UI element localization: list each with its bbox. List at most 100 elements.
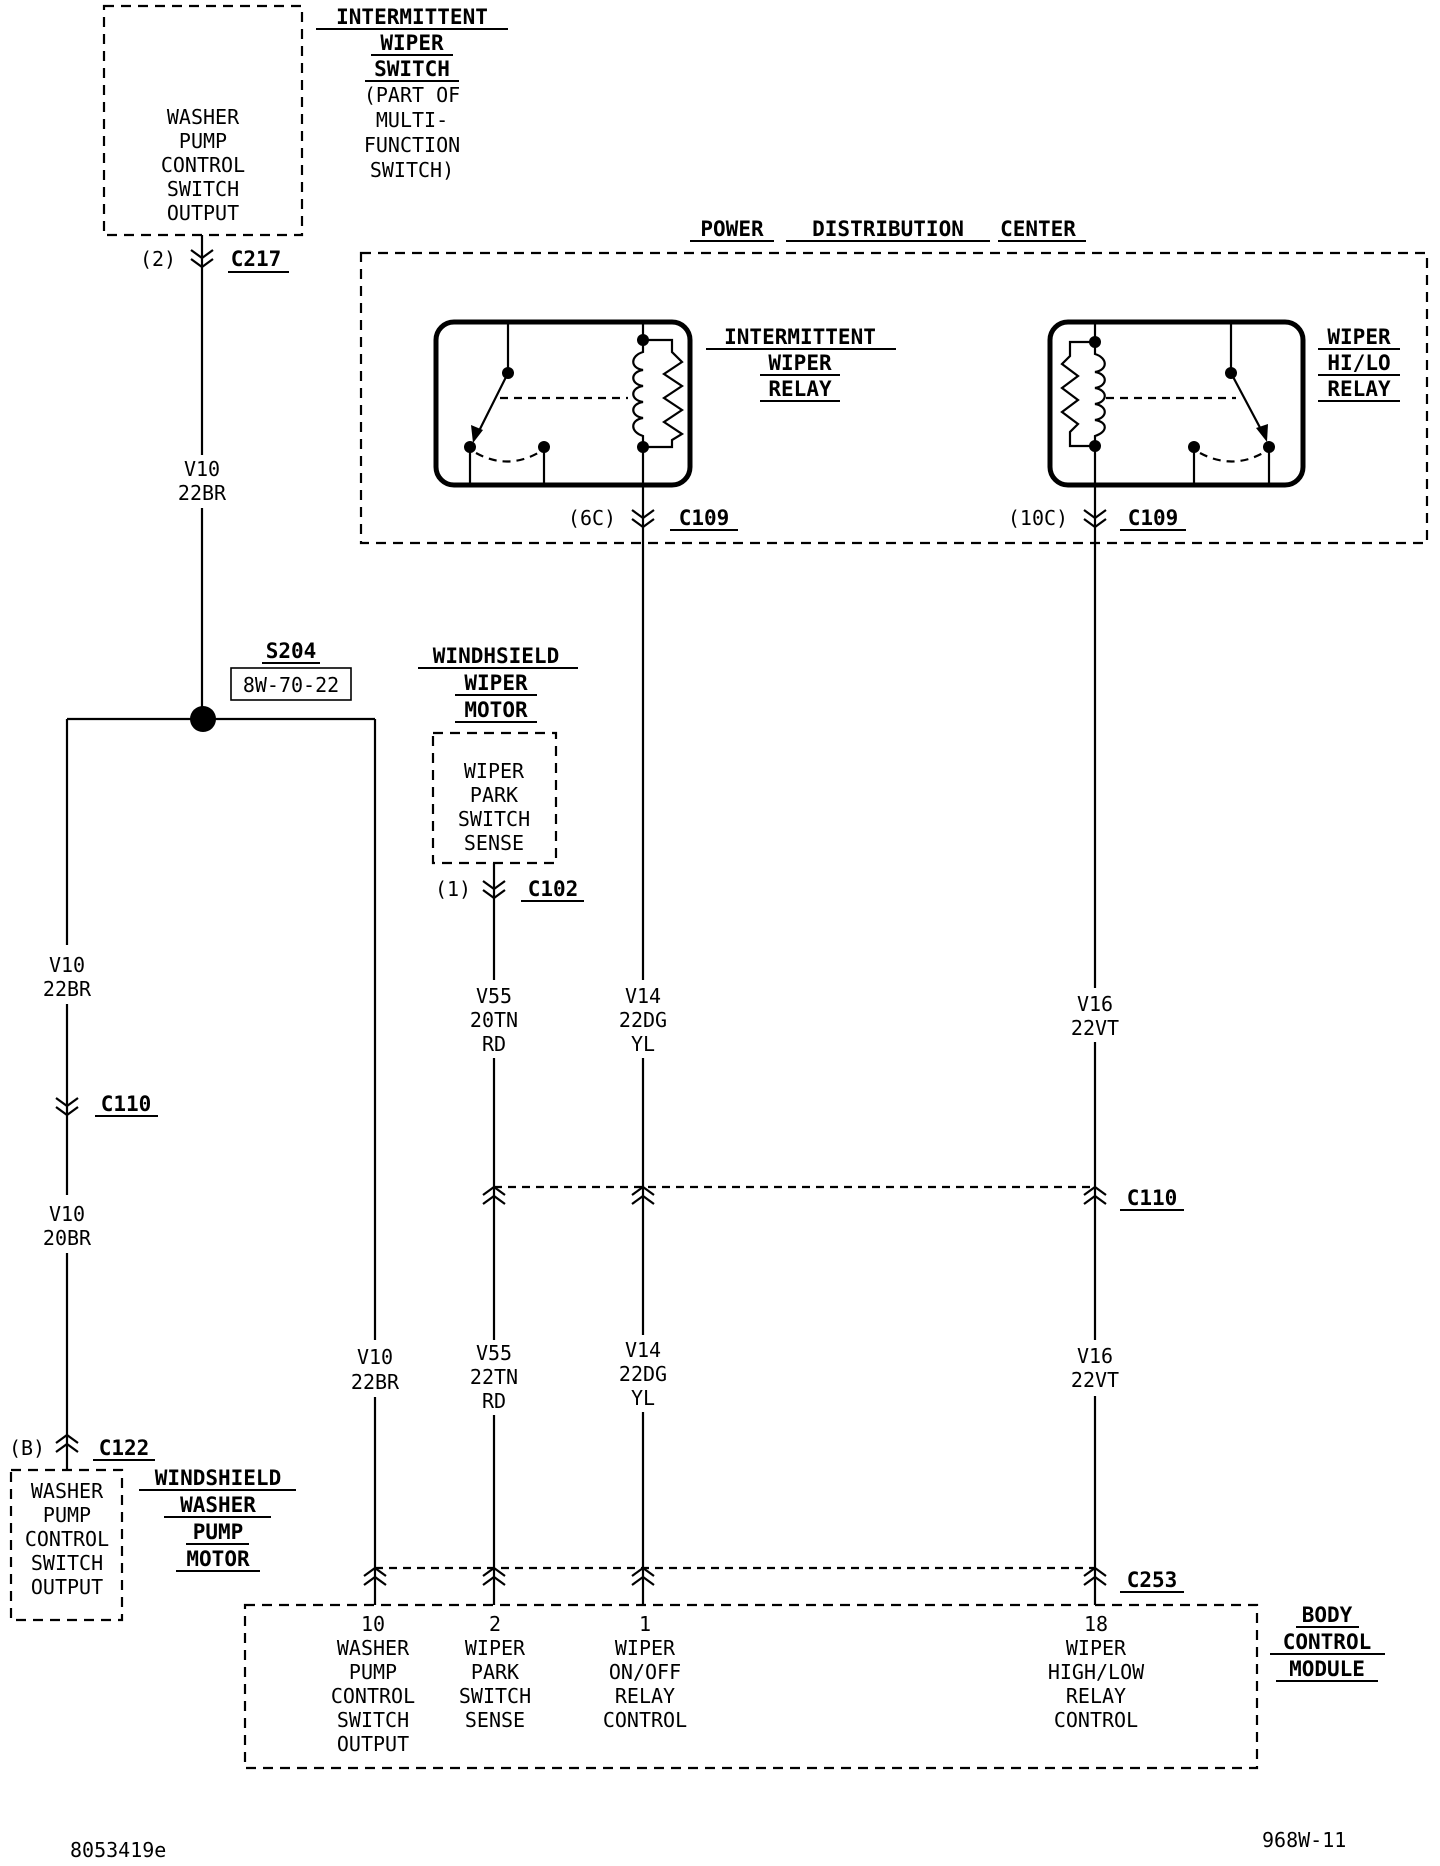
connector-pin: (6C) <box>568 506 616 530</box>
wire-stripe: YL <box>631 1032 655 1056</box>
title-line: CONTROL <box>1283 1630 1372 1654</box>
pin-label-line: OUTPUT <box>337 1732 409 1756</box>
female-terminal-icon <box>631 1566 655 1577</box>
wire-circuit: V16 <box>1077 992 1113 1016</box>
female-terminal-icon <box>1083 509 1107 520</box>
label-line: PUMP <box>179 129 227 153</box>
connector-id: C122 <box>99 1436 150 1460</box>
switch-inner-label: WASHER PUMP CONTROL SWITCH OUTPUT <box>161 105 245 225</box>
wire-stripe: YL <box>631 1386 655 1410</box>
wire-label-v14-upper: V14 22DG YL <box>619 984 667 1056</box>
wire-gauge-color: 22VT <box>1071 1016 1119 1040</box>
intermittent-wiper-switch: WASHER PUMP CONTROL SWITCH OUTPUT INTERM… <box>102 4 508 273</box>
body-control-module: 10 WASHER PUMP CONTROL SWITCH OUTPUT 2 W… <box>243 1603 1385 1770</box>
wire-gauge-color: 20BR <box>43 1226 92 1250</box>
female-terminal-icon <box>631 1185 655 1196</box>
title-line: INTERMITTENT <box>336 5 488 29</box>
wire-stripe: RD <box>482 1389 506 1413</box>
female-terminal-icon <box>1083 1185 1107 1196</box>
label-line: CONTROL <box>25 1527 109 1551</box>
wire-gauge-color: 22BR <box>178 481 227 505</box>
connector-id: C217 <box>231 247 282 271</box>
bcm-pin-10: 10 WASHER PUMP CONTROL SWITCH OUTPUT <box>331 1612 415 1756</box>
wire-gauge-color: 22BR <box>43 977 92 1001</box>
pin-label-line: PUMP <box>349 1660 397 1684</box>
connector-c110-left: C110 <box>55 1092 158 1117</box>
female-terminal-icon <box>631 509 655 520</box>
wire-circuit: V10 <box>49 953 85 977</box>
connector-c110-right: C110 <box>482 1185 1184 1211</box>
wire-gauge-color: 22DG <box>619 1008 667 1032</box>
pin-label-line: PARK <box>471 1660 519 1684</box>
connector-id: C253 <box>1127 1568 1178 1592</box>
windshield-wiper-motor: WINDHSIELD WIPER MOTOR WIPER PARK SWITCH… <box>418 644 584 902</box>
pin-label-line: SENSE <box>465 1708 525 1732</box>
pin-label-line: SWITCH <box>337 1708 409 1732</box>
pdc-title-word: POWER <box>700 217 764 241</box>
wire-circuit: V55 <box>476 984 512 1008</box>
title-line: PUMP <box>193 1520 244 1544</box>
note-line: MULTI- <box>376 108 448 132</box>
washer-pump-title: WINDSHIELD WASHER PUMP MOTOR <box>139 1466 296 1572</box>
title-line: WIPER <box>768 351 832 375</box>
label-line: PARK <box>470 783 518 807</box>
relay-body <box>1047 319 1306 488</box>
resistor-icon <box>643 338 685 449</box>
pin-label-line: WASHER <box>337 1636 410 1660</box>
wiper-hi-lo-relay: WIPER HI/LO RELAY (10C) C109 <box>1008 319 1400 531</box>
pin-number: 1 <box>639 1612 651 1636</box>
pin-label-line: RELAY <box>615 1684 675 1708</box>
bcm-title: BODY CONTROL MODULE <box>1270 1603 1385 1682</box>
note-line: (PART OF <box>364 83 460 107</box>
note-line: SWITCH) <box>370 158 454 182</box>
label-line: OUTPUT <box>167 201 239 225</box>
wire-circuit: V10 <box>357 1345 393 1369</box>
splice-ref-box[interactable] <box>230 667 352 701</box>
connector-c217: (2) C217 <box>140 235 289 273</box>
bcm-outline <box>243 1603 1259 1770</box>
bcm-pin-1: 1 WIPER ON/OFF RELAY CONTROL <box>603 1612 687 1732</box>
relay-contact-arm <box>475 372 509 438</box>
wire-circuit: V14 <box>625 984 661 1008</box>
splice-ref[interactable]: 8W-70-22 <box>243 673 339 697</box>
bcm-pin-2: 2 WIPER PARK SWITCH SENSE <box>459 1612 531 1732</box>
pin-label-line: ON/OFF <box>609 1660 681 1684</box>
wire-label-v10-upper: V10 22BR <box>178 457 227 505</box>
wire-gauge-color: 22VT <box>1071 1368 1119 1392</box>
connector-id: C102 <box>528 877 579 901</box>
connector-c253: C253 <box>363 1566 1184 1593</box>
female-terminal-icon <box>482 880 506 891</box>
label-line: SWITCH <box>458 807 530 831</box>
pin-label-line: RELAY <box>1066 1684 1126 1708</box>
pin-label-line: WIPER <box>615 1636 676 1660</box>
splice-id: S204 <box>266 639 317 663</box>
pdc-title-word: DISTRIBUTION <box>812 217 964 241</box>
wire-circuit: V10 <box>184 457 220 481</box>
connector-id: C109 <box>679 506 730 530</box>
connector-id: C110 <box>101 1092 152 1116</box>
title-line: WINDSHIELD <box>155 1466 281 1490</box>
connector-c109-6c: (6C) C109 <box>568 485 738 531</box>
female-terminal-icon <box>482 1185 506 1196</box>
wire-label-v55-upper: V55 20TN RD <box>470 984 518 1056</box>
relay-title: WIPER HI/LO RELAY <box>1318 325 1400 402</box>
label-line: WASHER <box>31 1479 104 1503</box>
female-terminal-icon <box>55 1433 79 1444</box>
figure-code-right: 968W-11 <box>1262 1828 1346 1852</box>
label-line: PUMP <box>43 1503 91 1527</box>
male-terminal-icon <box>631 1575 655 1586</box>
label-line: SWITCH <box>31 1551 103 1575</box>
title-line: WASHER <box>180 1493 256 1517</box>
pin-label-line: HIGH/LOW <box>1048 1660 1145 1684</box>
connector-c102: (1) C102 <box>435 863 584 902</box>
wire-label-v10-right: V10 22BR <box>351 1345 400 1394</box>
pin-number: 18 <box>1084 1612 1108 1636</box>
power-distribution-center: POWER DISTRIBUTION CENTER <box>359 217 1429 545</box>
park-switch-inner-label: WIPER PARK SWITCH SENSE <box>458 759 530 855</box>
connector-c122: (B) C122 <box>9 1433 155 1461</box>
female-terminal-icon <box>1083 1566 1107 1577</box>
title-line: INTERMITTENT <box>724 325 876 349</box>
male-terminal-icon <box>55 1106 79 1117</box>
label-line: WASHER <box>167 105 240 129</box>
